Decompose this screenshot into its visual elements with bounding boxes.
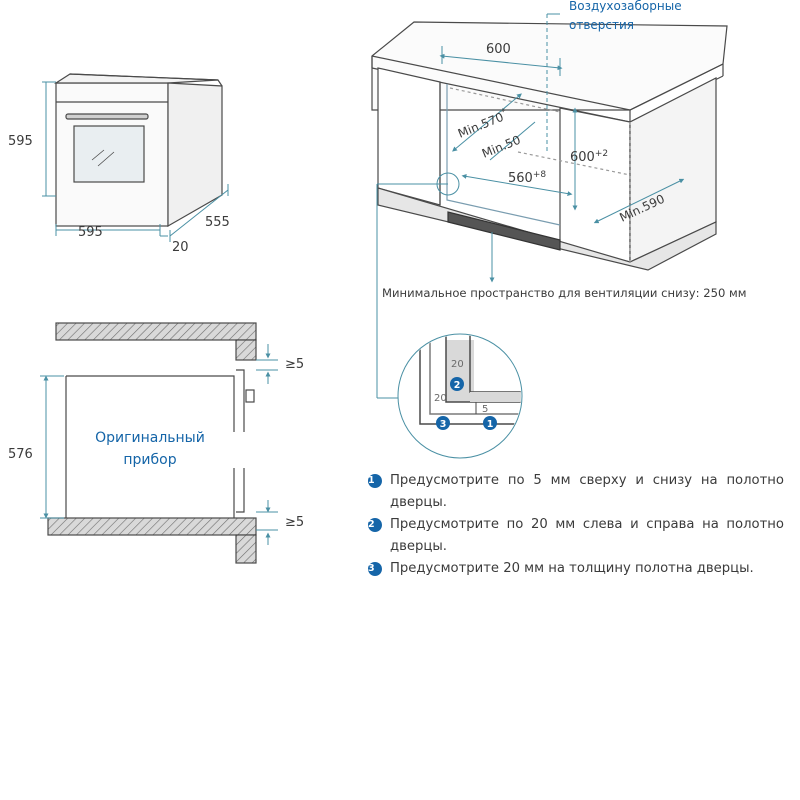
cabinet-dimension-lines: [376, 13, 685, 399]
section-dimension-lines: [40, 344, 278, 545]
section-gap-bottom-label: ≥5: [285, 515, 304, 530]
min-back-gap-label: Min.50: [480, 133, 523, 161]
air-intake-label-line2: отверстия: [569, 18, 634, 32]
note-1-marker: 1: [368, 474, 382, 488]
oven-illustration: [53, 73, 223, 228]
ventilation-note: Минимальное пространство для вентиляции …: [382, 286, 747, 300]
note-2-marker: 2: [368, 518, 382, 532]
note-3-text: Предусмотрите 20 мм на толщину полотна д…: [390, 561, 754, 576]
niche-width-label: 560+8: [508, 170, 546, 186]
note-2: 2 Предусмотрите по 20 мм слева и справа …: [368, 514, 784, 558]
note-1-text: Предусмотрите по 5 мм сверху и снизу на …: [390, 473, 784, 510]
cabinet-illustration: [371, 21, 728, 271]
svg-text:1: 1: [487, 419, 494, 430]
detail-marker-1: 1: [483, 416, 497, 430]
oven-dimension-lines: [42, 81, 229, 242]
svg-text:2: 2: [454, 380, 461, 391]
oven-height-label: 595: [8, 134, 33, 149]
oven-door-thickness-label: 20: [172, 240, 189, 255]
appliance-label-line1: Оригинальный: [95, 430, 205, 446]
installation-notes: 1 Предусмотрите по 5 мм сверху и снизу н…: [368, 470, 784, 580]
detail-dim-left: 20: [434, 393, 447, 404]
oven-depth-label: 555: [205, 215, 230, 230]
air-intake-label-line1: Воздухозаборные: [569, 0, 682, 13]
detail-dim-small: 5: [482, 404, 488, 415]
note-1: 1 Предусмотрите по 5 мм сверху и снизу н…: [368, 470, 784, 514]
cabinet-width-label: 600: [486, 42, 511, 57]
section-height-label: 576: [8, 447, 33, 462]
appliance-label-line2: прибор: [123, 452, 176, 468]
section-view: [47, 322, 257, 564]
niche-height-label: 600+2: [570, 149, 608, 165]
detail-dim-top: 20: [451, 359, 464, 370]
note-3: 3 Предусмотрите 20 мм на толщину полотна…: [368, 558, 784, 580]
svg-text:3: 3: [440, 419, 447, 430]
min-inner-depth-label: Min.570*: [456, 107, 511, 141]
oven-width-label: 595: [78, 225, 103, 240]
detail-marker-3: 3: [436, 416, 450, 430]
note-3-marker: 3: [368, 562, 382, 576]
detail-marker-2: 2: [450, 377, 464, 391]
note-2-text: Предусмотрите по 20 мм слева и справа на…: [390, 517, 784, 554]
detail-callout: [397, 333, 523, 459]
section-gap-top-label: ≥5: [285, 357, 304, 372]
